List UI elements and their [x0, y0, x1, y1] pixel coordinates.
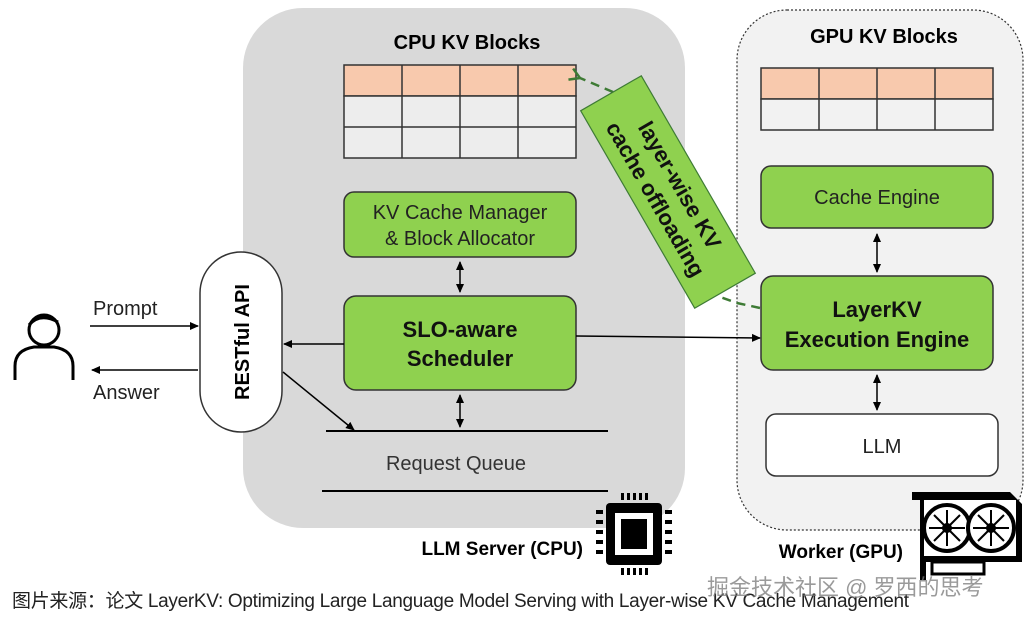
- svg-text:Execution Engine: Execution Engine: [785, 327, 970, 352]
- offload-dashed-arrow: [580, 78, 614, 94]
- svg-text:LayerKV: LayerKV: [832, 297, 922, 322]
- gpu-kv-blocks-grid: [760, 67, 994, 131]
- slo-aware-scheduler-box: SLO-aware Scheduler: [343, 295, 577, 391]
- svg-text:Cache Engine: Cache Engine: [814, 187, 940, 209]
- cache-engine-box: Cache Engine: [760, 165, 994, 229]
- connector-arrows: [282, 233, 881, 431]
- user-icon: [13, 313, 75, 380]
- answer-label: Answer: [93, 382, 160, 404]
- restful-api-box: RESTful API: [199, 251, 283, 433]
- svg-text:& Block Allocator: & Block Allocator: [385, 228, 535, 250]
- kv-cache-manager-box: KV Cache Manager & Block Allocator: [343, 191, 577, 258]
- svg-text:LLM: LLM: [863, 436, 902, 458]
- execution-engine-box: LayerKV Execution Engine: [760, 275, 994, 371]
- prompt-label: Prompt: [93, 298, 158, 320]
- svg-text:SLO-aware: SLO-aware: [403, 317, 518, 342]
- svg-text:KV Cache Manager: KV Cache Manager: [373, 202, 548, 224]
- cpu-kv-blocks-title: CPU KV Blocks: [394, 32, 541, 54]
- gpu-worker-region: GPU KV Blocks Cache Engine LayerKV Execu…: [736, 9, 1024, 563]
- worker-gpu-label: Worker (GPU): [779, 542, 903, 563]
- cpu-server-region: CPU KV Blocks KV Cache Manager & Block A…: [243, 8, 685, 560]
- svg-text:Scheduler: Scheduler: [407, 346, 514, 371]
- svg-text:RESTful API: RESTful API: [232, 284, 254, 400]
- llm-server-label: LLM Server (CPU): [421, 539, 583, 560]
- svg-text:Request Queue: Request Queue: [386, 453, 526, 475]
- gpu-kv-blocks-title: GPU KV Blocks: [810, 26, 958, 48]
- cpu-kv-blocks-grid: [343, 64, 577, 159]
- cpu-chip-icon: [596, 493, 672, 575]
- gpu-card-icon: [912, 492, 1022, 580]
- llm-box: LLM: [765, 413, 999, 477]
- offload-dashed-line: [719, 295, 761, 310]
- request-queue: Request Queue: [322, 430, 608, 492]
- figure-caption: 图片来源：论文 LayerKV: Optimizing Large Langua…: [12, 591, 909, 612]
- watermark: 掘金技术社区 @ 罗西的思考: [707, 575, 984, 600]
